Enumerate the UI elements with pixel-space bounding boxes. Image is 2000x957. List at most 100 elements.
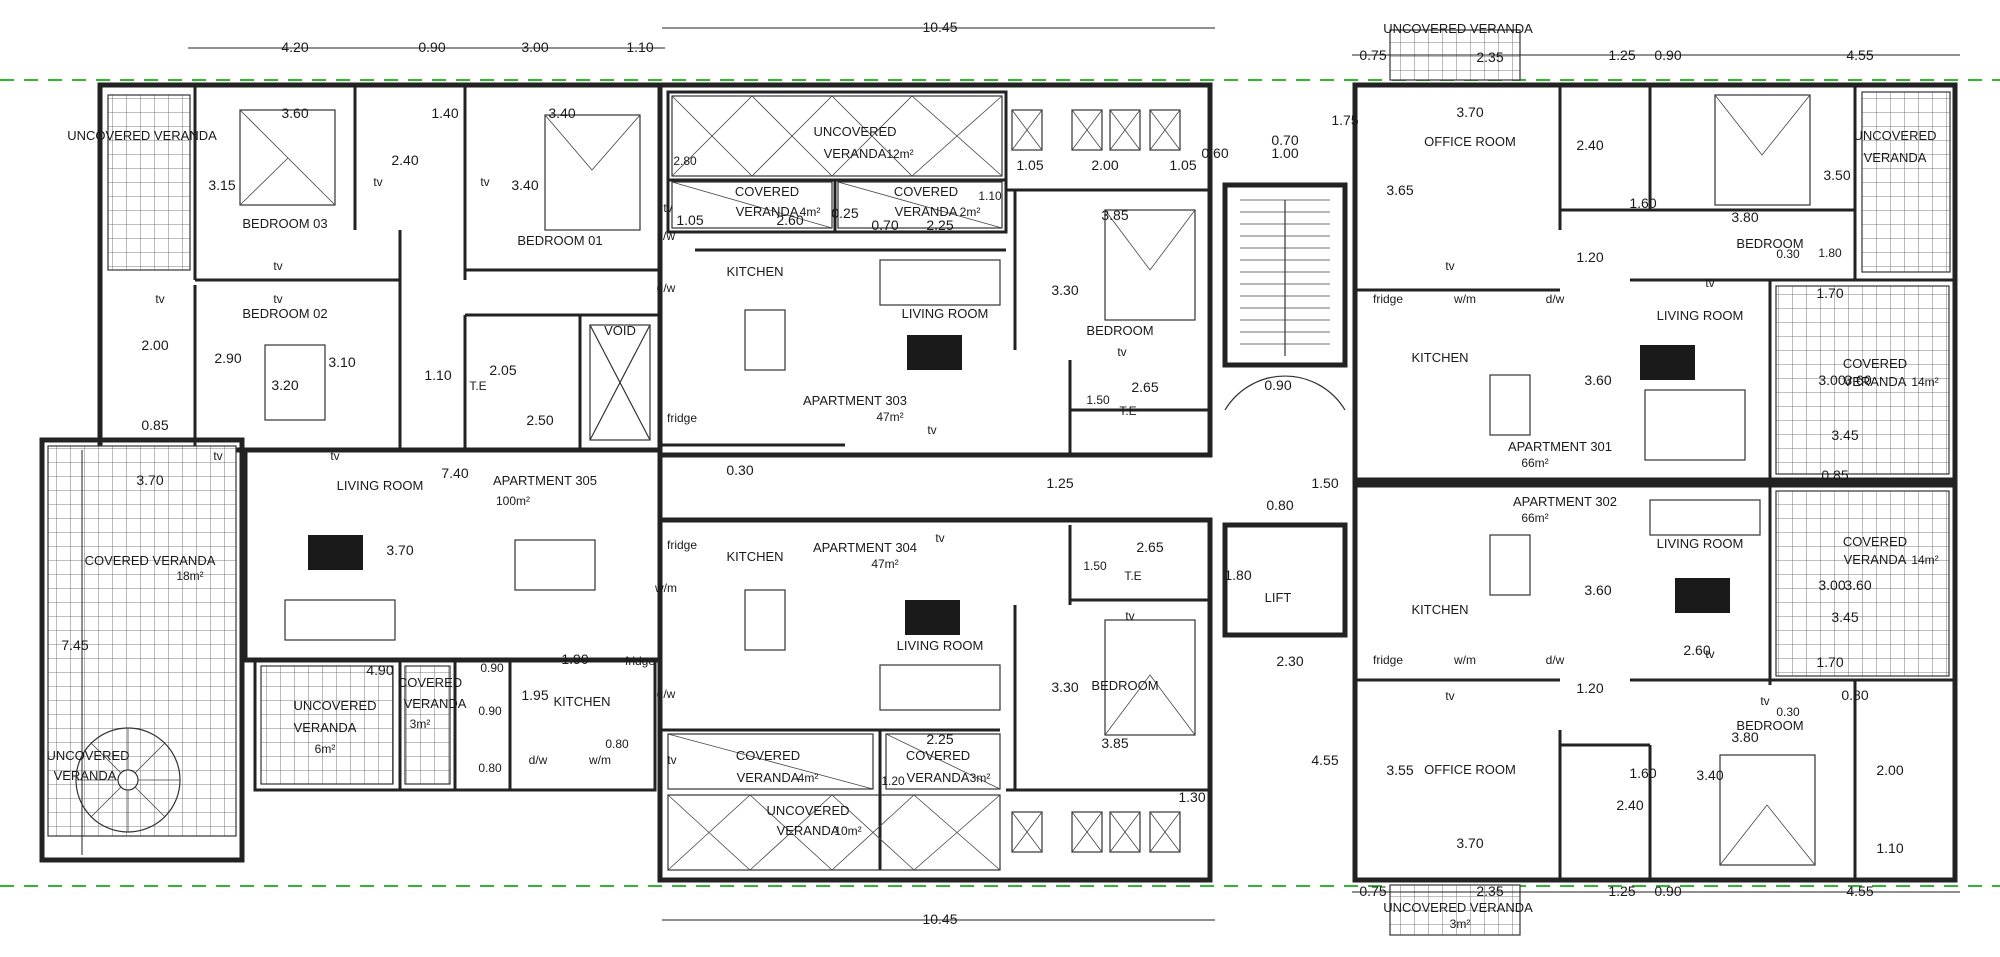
room-label-covered-veranda-304a: COVERED — [736, 748, 800, 763]
area-label-2: 6m² — [315, 742, 336, 756]
appliance-label-34: w/m — [654, 581, 677, 595]
area-label-1: 18m² — [176, 569, 203, 583]
dimension-label-27: 3.70 — [386, 542, 413, 558]
appliance-label-40: 1.50 — [1083, 559, 1107, 573]
room-label-living-room-304: LIVING ROOM — [897, 638, 984, 653]
room-label-lift: LIFT — [1265, 590, 1292, 605]
dimension-label-36: 3.85 — [1101, 207, 1128, 223]
apartment-304-walls — [657, 517, 1213, 883]
appliance-label-14: tv — [935, 531, 944, 545]
dimension-label-4: 10.45 — [922, 19, 957, 35]
dimension-label-44: 0.60 — [1201, 145, 1228, 161]
dimension-label-91: 0.90 — [1654, 883, 1681, 899]
covered-veranda-301-tiles — [1775, 285, 1950, 475]
dimension-label-43: 2.25 — [926, 217, 953, 233]
area-label-11: 10m² — [834, 824, 861, 838]
appliance-label-42: 1.10 — [978, 189, 1002, 203]
dimension-label-38: 2.65 — [1131, 379, 1158, 395]
dimension-label-8: 0.90 — [1654, 47, 1681, 63]
dimension-label-56: 2.25 — [926, 731, 953, 747]
appliance-label-18: d/w — [529, 753, 548, 767]
room-label-office-room-301: OFFICE ROOM — [1424, 134, 1516, 149]
area-label-10: 3m² — [970, 771, 991, 785]
area-label-7: 47m² — [876, 410, 903, 424]
dimension-label-89: 2.35 — [1476, 883, 1503, 899]
dimension-label-15: 3.40 — [511, 177, 538, 193]
room-label-living-room-305: LIVING ROOM — [337, 478, 424, 493]
dimension-label-48: 0.90 — [1264, 377, 1291, 393]
dimension-label-16: 2.00 — [141, 337, 168, 353]
dimension-label-61: 1.60 — [1629, 195, 1656, 211]
appliance-label-3: tv — [155, 292, 164, 306]
dimension-label-17: 2.90 — [214, 350, 241, 366]
property-boundary — [0, 79, 2000, 887]
dimension-label-25: 7.40 — [441, 465, 468, 481]
appliance-label-30: tv — [1445, 689, 1454, 703]
room-label-covered-veranda-305b: COVERED — [398, 675, 462, 690]
appliance-label-1: tv — [480, 175, 489, 189]
room-label-apartment-304: APARTMENT 304 — [813, 540, 917, 555]
appliance-label-15: T.E — [1124, 569, 1141, 583]
room-label-uncovered-veranda-303: UNCOVERED — [813, 124, 896, 139]
appliance-label-5: tv — [213, 449, 222, 463]
uncovered-veranda-305c-tiles — [107, 94, 191, 271]
appliance-label-46: 1.80 — [1818, 246, 1842, 260]
dimension-label-5: 0.75 — [1359, 47, 1386, 63]
room-label-uncovered-veranda-301: UNCOVERED VERANDA — [1383, 21, 1533, 36]
area-label-3: 3m² — [410, 717, 431, 731]
room-label-office-room-302: OFFICE ROOM — [1424, 762, 1516, 777]
dimension-label-79: 1.60 — [1629, 765, 1656, 781]
room-label-void: VOID — [604, 323, 636, 338]
dimension-label-59: 3.65 — [1386, 182, 1413, 198]
room-label-apartment-302: APARTMENT 302 — [1513, 494, 1617, 509]
dimension-label-85: 3.55 — [1386, 762, 1413, 778]
dimension-label-77: 1.20 — [1576, 680, 1603, 696]
appliance-label-4: tv — [273, 292, 282, 306]
dimension-label-64: 1.20 — [1576, 249, 1603, 265]
appliance-label-7: T.E — [469, 379, 486, 393]
room-label-uncovered-veranda-304: UNCOVERED — [766, 803, 849, 818]
room-label-veranda-304c: VERANDA — [777, 823, 840, 838]
dimension-label-31: 1.95 — [521, 687, 548, 703]
furniture — [239, 94, 1816, 866]
dimension-label-65: 1.70 — [1816, 285, 1843, 301]
room-label-apartment-303: APARTMENT 303 — [803, 393, 907, 408]
room-label-veranda-303: VERANDA — [824, 146, 887, 161]
dimension-label-32: 7.45 — [61, 637, 88, 653]
appliance-label-45: 0.30 — [1776, 247, 1800, 261]
area-label-9: 4m² — [798, 771, 819, 785]
dimension-label-12: 3.40 — [548, 105, 575, 121]
dimension-label-7: 1.25 — [1608, 47, 1635, 63]
area-label-13: 66m² — [1521, 511, 1548, 525]
dimension-label-73: 3.60 — [1844, 577, 1871, 593]
dimension-label-60: 2.40 — [1576, 137, 1603, 153]
dimension-label-42: 0.70 — [871, 217, 898, 233]
room-label-veranda-301: VERANDA — [1844, 374, 1907, 389]
dimension-label-19: 3.10 — [328, 354, 355, 370]
dimension-label-50: 0.80 — [1266, 497, 1293, 513]
area-label-6: 2m² — [960, 205, 981, 219]
dimension-label-11: 1.40 — [431, 105, 458, 121]
room-label-covered-veranda-305: COVERED VERANDA — [85, 553, 216, 568]
apartment-303-walls — [657, 82, 1213, 458]
room-label-bedroom-304: BEDROOM — [1091, 678, 1158, 693]
dimension-label-84: 1.10 — [1876, 840, 1903, 856]
dimension-label-30: 4.90 — [366, 662, 393, 678]
dimension-label-58: 4.55 — [1311, 752, 1338, 768]
dimension-label-52: 2.65 — [1136, 539, 1163, 555]
room-label-covered-veranda-302: COVERED — [1843, 534, 1907, 549]
appliance-label-24: d/w — [1546, 292, 1565, 306]
room-label-kitchen-304: KITCHEN — [726, 549, 783, 564]
dimension-label-21: 2.05 — [489, 362, 516, 378]
room-label-veranda-305d: VERANDA — [54, 768, 117, 783]
appliance-label-31: tv — [1760, 694, 1769, 708]
room-label-kitchen-301: KITCHEN — [1411, 350, 1468, 365]
room-label-veranda-303b: VERANDA — [895, 204, 958, 219]
room-label-covered-veranda-303a: COVERED — [735, 184, 799, 199]
room-label-covered-veranda-301: COVERED — [1843, 356, 1907, 371]
appliance-label-25: tv — [1705, 276, 1714, 290]
dimension-label-75: 2.60 — [1683, 642, 1710, 658]
